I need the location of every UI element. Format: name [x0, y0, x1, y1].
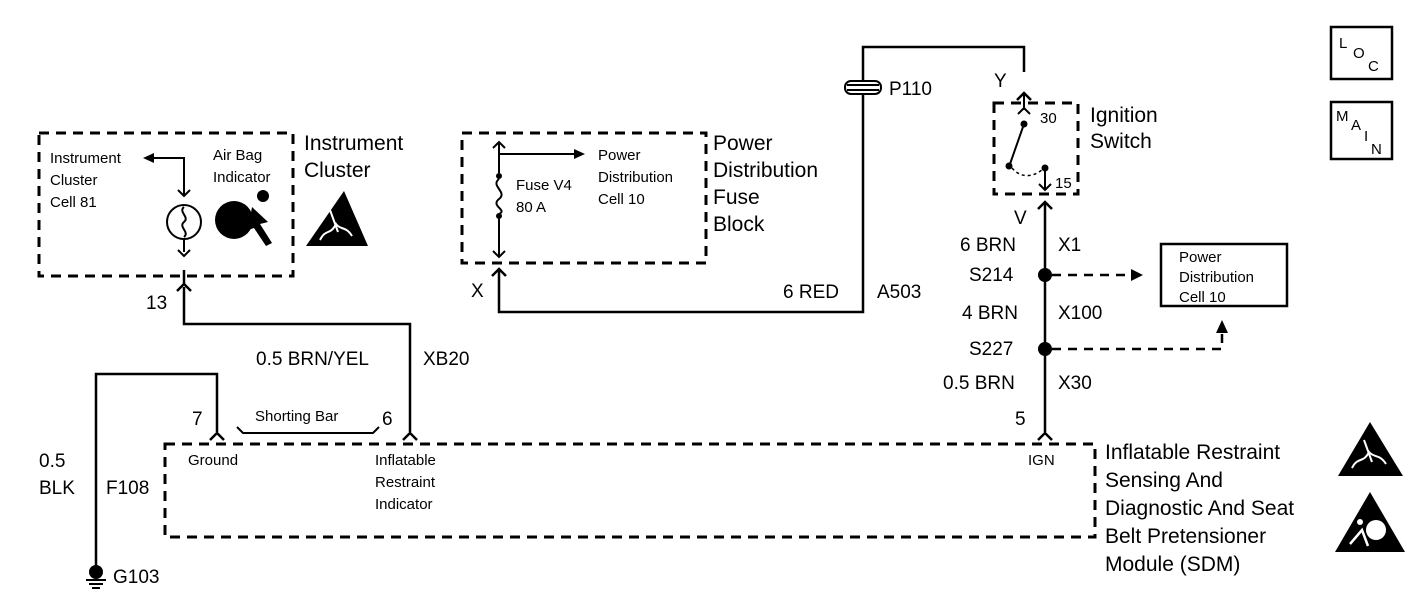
- fuse-v4-symbol: [492, 140, 506, 259]
- sdm-title-3: Diagnostic And Seat: [1105, 497, 1294, 520]
- wire-x100-gauge: 4 BRN: [962, 303, 1018, 324]
- esd-warning-icon: [306, 191, 368, 246]
- splice-s227-dot: [1038, 342, 1052, 356]
- wire-blk-circuit: F108: [106, 478, 149, 499]
- pd-cell-line-1: Power: [1179, 249, 1222, 266]
- airbag-indicator-label-1: Air Bag: [213, 147, 262, 164]
- ignition-switch-title-2: Switch: [1090, 130, 1152, 153]
- fuse-block-box: [460, 131, 708, 265]
- wire-blk-gauge-2: BLK: [39, 478, 75, 499]
- wire-brn-yel-gauge: 0.5 BRN/YEL: [256, 349, 369, 370]
- terminal-y-connector: [1016, 91, 1032, 101]
- shorting-bar-label: Shorting Bar: [255, 408, 338, 425]
- ign-pin-30: 30: [1040, 110, 1057, 127]
- sdm-ground-label: Ground: [188, 452, 238, 469]
- terminal-v-label: V: [1014, 208, 1027, 229]
- pin-7-label: 7: [192, 409, 203, 430]
- ignition-switch-title-1: Ignition: [1090, 104, 1158, 127]
- s227-reference-arrow: [1052, 320, 1228, 351]
- pd-cell-line-2: Distribution: [1179, 269, 1254, 286]
- wire-x30-gauge: 0.5 BRN: [943, 373, 1015, 394]
- pin-13-connector: [176, 282, 192, 292]
- terminal-x-label: X: [471, 281, 484, 302]
- loc-button[interactable]: L O C: [1329, 25, 1394, 81]
- sdm-indicator-label-2: Restraint: [375, 474, 436, 491]
- terminal-x-connector: [491, 267, 507, 277]
- shorting-bar: [236, 426, 380, 434]
- cluster-circuit-symbol: [166, 189, 202, 258]
- ignition-switch-contacts: [1005, 94, 1052, 192]
- pin-5-label: 5: [1015, 409, 1026, 430]
- terminal-v-connector: [1037, 200, 1053, 210]
- cluster-ref-2: Cluster: [50, 172, 98, 189]
- fuse-block-feed-arrow: [499, 149, 585, 159]
- wire-brn-yel-circuit: XB20: [423, 349, 469, 370]
- fuse-block-ref-2: Distribution: [598, 169, 673, 186]
- sdm-title-4: Belt Pretensioner: [1105, 525, 1266, 548]
- splice-s214-label: S214: [969, 265, 1014, 286]
- pin-6-connector: [402, 431, 418, 441]
- fuse-v4-label-2: 80 A: [516, 199, 546, 216]
- ign-pin-15: 15: [1055, 175, 1072, 192]
- sdm-ign-label: IGN: [1028, 452, 1055, 469]
- wire-red-gauge: 6 RED: [783, 282, 839, 303]
- pin-7-connector: [209, 431, 225, 441]
- main-letter-i: I: [1364, 128, 1368, 145]
- fuse-v4-label-1: Fuse V4: [516, 177, 572, 194]
- sdm-esd-warning-icon: [1338, 422, 1403, 476]
- wire-red: [497, 45, 1026, 314]
- main-letter-n: N: [1371, 141, 1382, 158]
- loc-letter-c: C: [1368, 58, 1379, 75]
- terminal-y-label: Y: [994, 71, 1007, 92]
- loc-letter-l: L: [1339, 35, 1347, 52]
- wire-red-circuit: A503: [877, 282, 921, 303]
- s214-reference-arrow: [1052, 269, 1143, 281]
- cluster-data-arrow: [143, 153, 185, 195]
- cluster-ref-1: Instrument: [50, 150, 122, 167]
- wire-x1-gauge: 6 BRN: [960, 235, 1016, 256]
- pin-6-label: 6: [382, 409, 393, 430]
- pd-cell-line-3: Cell 10: [1179, 289, 1226, 306]
- sdm-title-2: Sensing And: [1105, 469, 1223, 492]
- p110-connector: [844, 80, 882, 95]
- wire-x30-circuit: X30: [1058, 373, 1092, 394]
- power-distribution-cell-box: [1159, 242, 1289, 308]
- sdm-box: [163, 442, 1097, 539]
- loc-letter-o: O: [1353, 45, 1365, 62]
- airbag-indicator-label-2: Indicator: [213, 169, 271, 186]
- pin-13-label: 13: [146, 293, 167, 314]
- fuse-block-title-3: Fuse: [713, 186, 760, 209]
- p110-label: P110: [889, 79, 932, 100]
- fuse-block-ref-3: Cell 10: [598, 191, 645, 208]
- wire-blk-gauge-1: 0.5: [39, 451, 65, 472]
- sdm-indicator-label-1: Inflatable: [375, 452, 436, 469]
- sdm-airbag-warning-icon: [1335, 492, 1405, 552]
- ground-label: G103: [113, 567, 159, 588]
- instrument-cluster-title-2: Cluster: [304, 159, 371, 182]
- main-button[interactable]: M A I N: [1329, 100, 1394, 161]
- ground-icon: [86, 565, 106, 589]
- splice-s214-dot: [1038, 268, 1052, 282]
- instrument-cluster-box: [37, 131, 295, 278]
- fuse-block-title-4: Block: [713, 213, 765, 236]
- wire-blk: [94, 372, 219, 566]
- cluster-ref-3: Cell 81: [50, 194, 97, 211]
- wire-brn-yel: [182, 287, 412, 432]
- sdm-title-5: Module (SDM): [1105, 553, 1240, 576]
- pin-5-connector: [1037, 431, 1053, 441]
- ignition-switch-box: [992, 101, 1080, 196]
- main-letter-a: A: [1351, 117, 1361, 134]
- wire-x100-circuit: X100: [1058, 303, 1102, 324]
- sdm-title-1: Inflatable Restraint: [1105, 441, 1280, 464]
- wire-x1-circuit: X1: [1058, 235, 1081, 256]
- airbag-indicator-icon: [215, 190, 272, 246]
- sdm-indicator-label-3: Indicator: [375, 496, 433, 513]
- fuse-block-title-2: Distribution: [713, 159, 818, 182]
- main-letter-m: M: [1336, 108, 1349, 125]
- instrument-cluster-title-1: Instrument: [304, 132, 403, 155]
- fuse-block-title-1: Power: [713, 132, 773, 155]
- fuse-block-ref-1: Power: [598, 147, 641, 164]
- splice-s227-label: S227: [969, 339, 1013, 360]
